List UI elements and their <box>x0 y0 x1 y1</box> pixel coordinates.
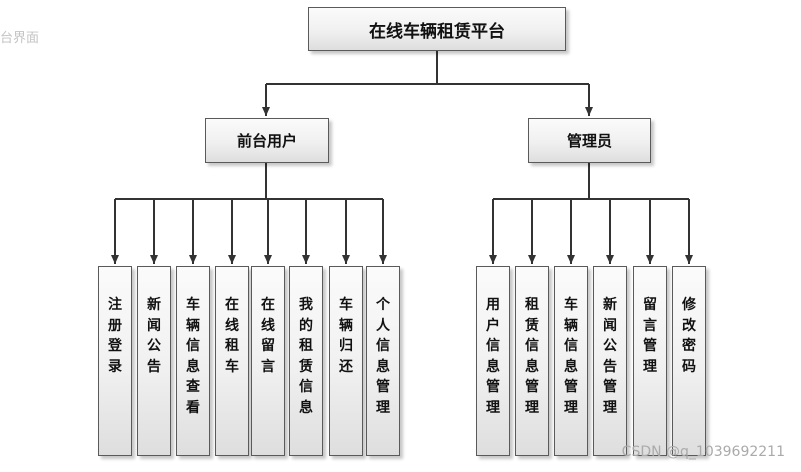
leaf-label: 车辆信息管理 <box>564 297 578 416</box>
branch-label-frontend-user: 前台用户 <box>236 132 297 150</box>
leaf-label: 我的租赁信息 <box>299 297 313 416</box>
leaf-label: 在线租车 <box>225 297 239 375</box>
leaf-label: 在线留言 <box>261 297 275 375</box>
leaf-node-1-2: 车辆信息管理 <box>554 266 588 456</box>
branch-node-admin: 管理员 <box>528 118 651 163</box>
branch-label-admin: 管理员 <box>566 132 612 150</box>
leaf-label: 新闻公告管理 <box>603 297 617 416</box>
leaf-label: 修改密码 <box>682 297 696 375</box>
leaf-node-0-3: 在线租车 <box>215 266 249 456</box>
leaf-label: 新闻公告 <box>147 297 161 375</box>
leaf-node-0-2: 车辆信息查看 <box>176 266 210 456</box>
leaf-node-1-0: 用户信息管理 <box>476 266 510 456</box>
root-node-label: 在线车辆租赁平台 <box>369 21 505 42</box>
watermark-text: CSDN @q_1039692211 <box>621 444 785 460</box>
leaf-node-0-0: 注册登录 <box>98 266 132 456</box>
leaf-label: 用户信息管理 <box>486 297 500 416</box>
leaf-node-1-1: 租赁信息管理 <box>515 266 549 456</box>
leaf-label: 租赁信息管理 <box>525 297 539 416</box>
leaf-node-0-7: 个人信息管理 <box>366 266 400 456</box>
leaf-label: 车辆信息查看 <box>186 297 200 416</box>
leaf-node-0-4: 在线留言 <box>251 266 285 456</box>
leaf-label: 车辆归还 <box>339 297 353 375</box>
leaf-label: 个人信息管理 <box>376 297 390 416</box>
leaf-node-0-5: 我的租赁信息 <box>289 266 323 456</box>
leaf-node-0-6: 车辆归还 <box>329 266 363 456</box>
leaf-label: 注册登录 <box>108 297 122 375</box>
leaf-node-0-1: 新闻公告 <box>137 266 171 456</box>
branch-node-frontend-user: 前台用户 <box>205 118 329 163</box>
leaf-node-1-4: 留言管理 <box>633 266 667 456</box>
side-hint-text: 台界面 <box>0 31 40 46</box>
leaf-node-1-3: 新闻公告管理 <box>593 266 627 456</box>
leaf-node-1-5: 修改密码 <box>672 266 706 456</box>
leaf-label: 留言管理 <box>643 297 657 375</box>
root-node-box: 在线车辆租赁平台 <box>308 7 566 51</box>
